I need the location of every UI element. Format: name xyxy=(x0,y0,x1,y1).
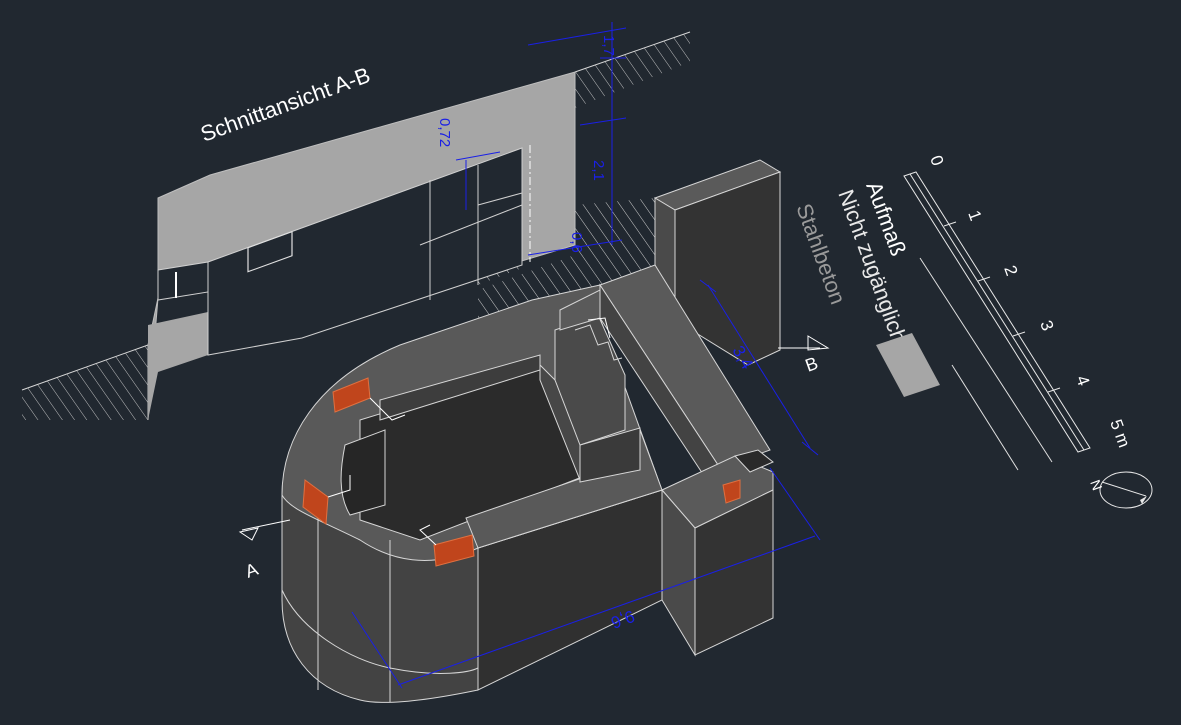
section-marker-b xyxy=(778,335,830,351)
courtyard-step xyxy=(579,427,641,483)
soil-hatch-right-top xyxy=(575,32,690,108)
dim-section-opening: 0,72 xyxy=(436,118,453,147)
section-embrasure xyxy=(157,261,209,301)
scale-end-label: 5 m xyxy=(1106,417,1134,450)
soil-hatch-right xyxy=(478,198,655,330)
north-label: N xyxy=(1087,478,1105,493)
embrasure-recess xyxy=(340,429,386,516)
legend-line-survey xyxy=(919,257,1053,463)
scale-tick-4: 4 xyxy=(1072,373,1093,388)
section-marker-a-label: A xyxy=(243,559,261,582)
scale-tick-2: 2 xyxy=(1000,263,1021,278)
dim-section-wall: 0,6 xyxy=(568,232,585,253)
end-block-notch xyxy=(734,449,774,473)
section-chamber xyxy=(207,147,523,356)
embrasure-plate-bottom xyxy=(433,534,475,567)
soil-hatch-left xyxy=(22,345,148,420)
bunker-model xyxy=(281,159,782,703)
section-body-lower xyxy=(148,312,208,420)
end-block-side xyxy=(694,489,774,656)
dim-section-height: 2,1 xyxy=(590,160,607,181)
embrasure-plate-left xyxy=(302,479,329,525)
embrasure-plate-end xyxy=(722,479,741,504)
section-dimensions xyxy=(455,22,627,256)
legend: Aufmaß Nicht zugänglich Stahlbeton xyxy=(791,178,1053,471)
legend-line-not-accessible xyxy=(951,364,1019,471)
section-line xyxy=(477,192,523,206)
section-fixture xyxy=(247,230,293,273)
scale-bar xyxy=(903,171,1091,453)
scale-tick-0: 0 xyxy=(926,153,947,168)
stair-steps xyxy=(574,324,623,361)
scale-tick-1: 1 xyxy=(964,208,985,223)
plan-dimensions xyxy=(351,279,821,689)
scale-tick-3: 3 xyxy=(1036,318,1057,333)
legend-swatch-concrete xyxy=(876,333,940,397)
north-arrow-icon xyxy=(1099,471,1153,509)
dim-section-top: 1,7 xyxy=(600,35,617,56)
section-line xyxy=(419,204,523,246)
section-title: Schnittansicht A-B xyxy=(197,62,373,147)
section-marker-b-label: B xyxy=(803,353,821,376)
section-marker-a xyxy=(238,519,291,541)
